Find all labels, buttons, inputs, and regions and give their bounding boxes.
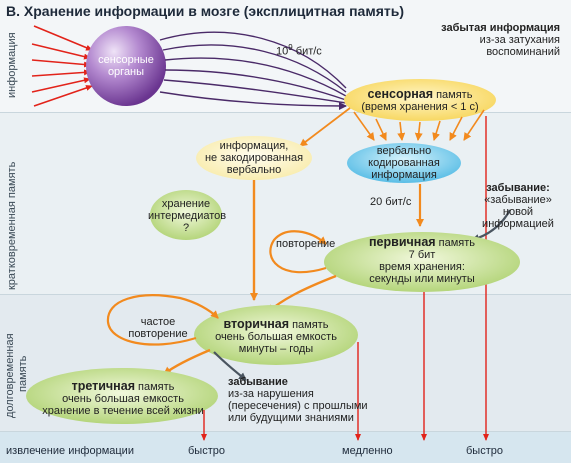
secondary-memory-ellipse [194, 305, 358, 365]
arrow-forgetting-interference [213, 351, 247, 381]
rate-top-exp: 9 [288, 43, 293, 52]
tertiary-rest: память [134, 381, 175, 393]
rate-top-unit: бит/с [295, 45, 322, 58]
verbal-line3: информация [371, 169, 437, 181]
rate-mid: 20 бит/с [370, 196, 412, 208]
repetition-loop [269, 230, 327, 274]
forgetting-interf-line3: (пересечения) с прошлыми [228, 400, 368, 412]
purple-fan-lines [159, 31, 347, 110]
forgetting-new-line3: новой [502, 206, 534, 218]
sensory-organs-line2: органы [107, 66, 145, 78]
forgotten-line2: из-за затухания [479, 34, 560, 46]
tertiary-duration: хранение в течение всей жизни [42, 405, 204, 417]
not-encoded-line2: не закодированная [204, 152, 304, 164]
sensory-memory-label: сенсорная память (время хранения < 1 с) [346, 88, 494, 113]
forgetting-interference-label: забывание из-за нарушения (пересечения) … [228, 376, 368, 424]
not-encoded-line3: вербально [226, 164, 282, 176]
frequent-repetition-label: частое повторение [118, 316, 198, 340]
primary-retention-value: секунды или минуты [369, 273, 475, 285]
secondary-duration: минуты – годы [238, 343, 314, 355]
footer-fast-2: быстро [466, 445, 503, 457]
intermediates-line2: интермедиатов [148, 210, 227, 222]
input-arrows [31, 25, 93, 107]
frequent-line1: частое [140, 316, 176, 328]
forgotten-title: забытая информация [441, 22, 560, 34]
sensory-down-arrows [353, 109, 485, 141]
secondary-memory-label: вторичная память очень большая емкость м… [200, 318, 352, 355]
intermediates-label: хранение интермедиатов ? [148, 198, 227, 234]
not-encoded-line1: информация, [219, 140, 289, 152]
sensory-organs-line1: сенсорные [98, 54, 154, 66]
arrow-to-not-encoded [299, 107, 351, 147]
sensory-memory-rest: память [433, 89, 473, 101]
forgotten-line3: воспоминаний [486, 46, 560, 58]
primary-rest: память [435, 237, 475, 249]
frequent-line2: повторение [128, 328, 188, 340]
primary-capacity: 7 бит [408, 249, 436, 261]
primary-title: первичная [369, 235, 436, 249]
separator-2 [0, 294, 571, 295]
secondary-rest: память [289, 319, 329, 331]
tertiary-memory-label: третичная память очень большая емкость х… [30, 380, 216, 417]
sensory-memory-ellipse [344, 79, 496, 121]
frequent-repetition-loop [106, 294, 219, 346]
forgotten-info: забытая информация из-за затухания воспо… [420, 22, 560, 58]
tertiary-title: третичная [71, 379, 135, 393]
not-encoded-label: информация, не закодированная вербально [196, 140, 312, 176]
intermediates-line1: хранение [161, 198, 211, 210]
forgetting-interf-title: забывание [228, 376, 288, 388]
primary-retention-label: время хранения: [379, 261, 465, 273]
rate-top: 109 бит/с [276, 42, 322, 58]
band-retrieval [0, 431, 571, 463]
sensory-memory-retention: (время хранения < 1 с) [361, 101, 479, 113]
primary-memory-label: первичная память 7 бит время хранения: с… [334, 236, 510, 285]
page-title: B. Хранение информации в мозге (эксплици… [6, 3, 404, 19]
footer-fast-1: быстро [188, 445, 225, 457]
footer-slow: медленно [342, 445, 393, 457]
repetition-label: повторение [276, 238, 336, 250]
verbal-ellipse [347, 143, 461, 183]
forgetting-interf-line2: из-за нарушения [228, 388, 314, 400]
forgetting-interf-line4: или будущими знаниями [228, 412, 354, 424]
sensory-memory-title: сенсорная [367, 87, 434, 101]
forgetting-new-line2: «забывание» [484, 194, 552, 206]
sensory-organs-sphere [86, 26, 166, 106]
title-letter: B. [6, 3, 20, 19]
footer-retrieval: извлечение информации [6, 445, 134, 457]
forgetting-new-label: забывание: «забывание» новой информацией [466, 182, 570, 230]
verbal-line2: кодированная [368, 157, 440, 169]
rate-top-base: 10 [276, 45, 289, 58]
tertiary-memory-ellipse [26, 368, 218, 424]
forgetting-new-title: забывание: [486, 182, 550, 194]
separator-3 [0, 431, 571, 432]
sensory-organs-label: сенсорные органы [92, 54, 160, 78]
verbal-line1: вербально [376, 145, 432, 157]
title-text: Хранение информации в мозге (эксплицитна… [23, 3, 404, 19]
primary-memory-ellipse [324, 232, 520, 292]
secondary-title: вторичная [223, 317, 290, 331]
intermediates-line3: ? [182, 222, 190, 234]
forgetting-new-line4: информацией [482, 218, 554, 230]
verbal-label: вербально кодированная информация [348, 145, 460, 181]
tertiary-capacity: очень большая емкость [62, 393, 184, 405]
separator-1 [0, 112, 571, 113]
intermediates-ellipse [150, 190, 222, 240]
not-encoded-ellipse [196, 136, 312, 180]
secondary-capacity: очень большая емкость [215, 331, 337, 343]
